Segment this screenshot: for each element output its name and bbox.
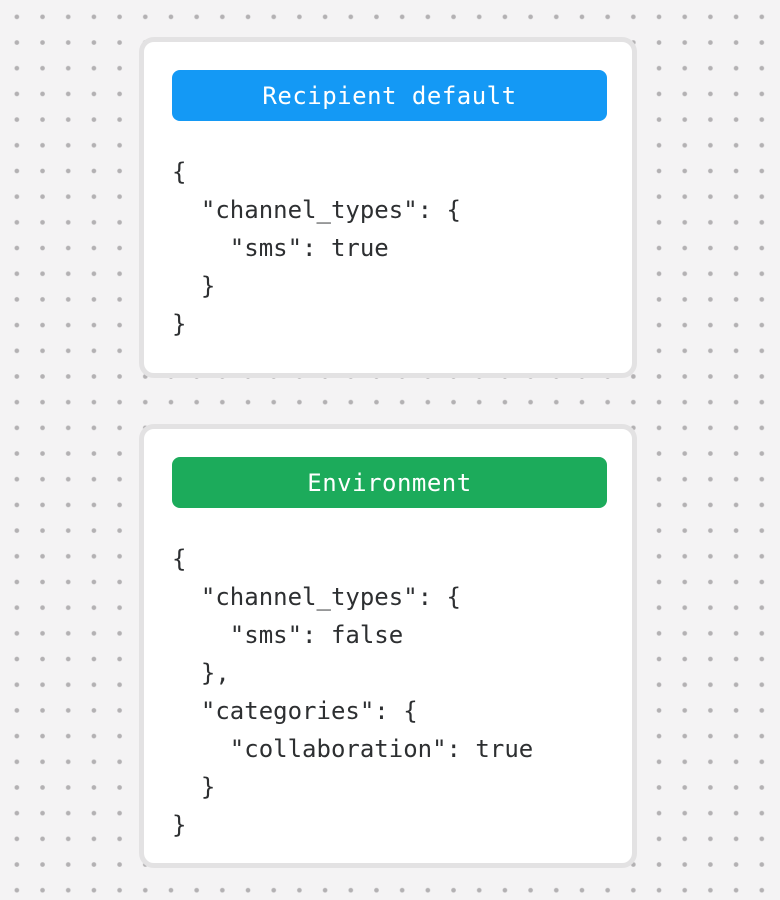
- environment-card: Environment { "channel_types": { "sms": …: [139, 424, 637, 868]
- recipient-default-json-code: { "channel_types": { "sms": true } }: [172, 158, 461, 338]
- environment-json-code: { "channel_types": { "sms": false }, "ca…: [172, 545, 534, 839]
- recipient-default-title-badge: Recipient default: [172, 70, 607, 121]
- recipient-default-card: Recipient default { "channel_types": { "…: [139, 37, 637, 378]
- environment-title-badge: Environment: [172, 457, 607, 508]
